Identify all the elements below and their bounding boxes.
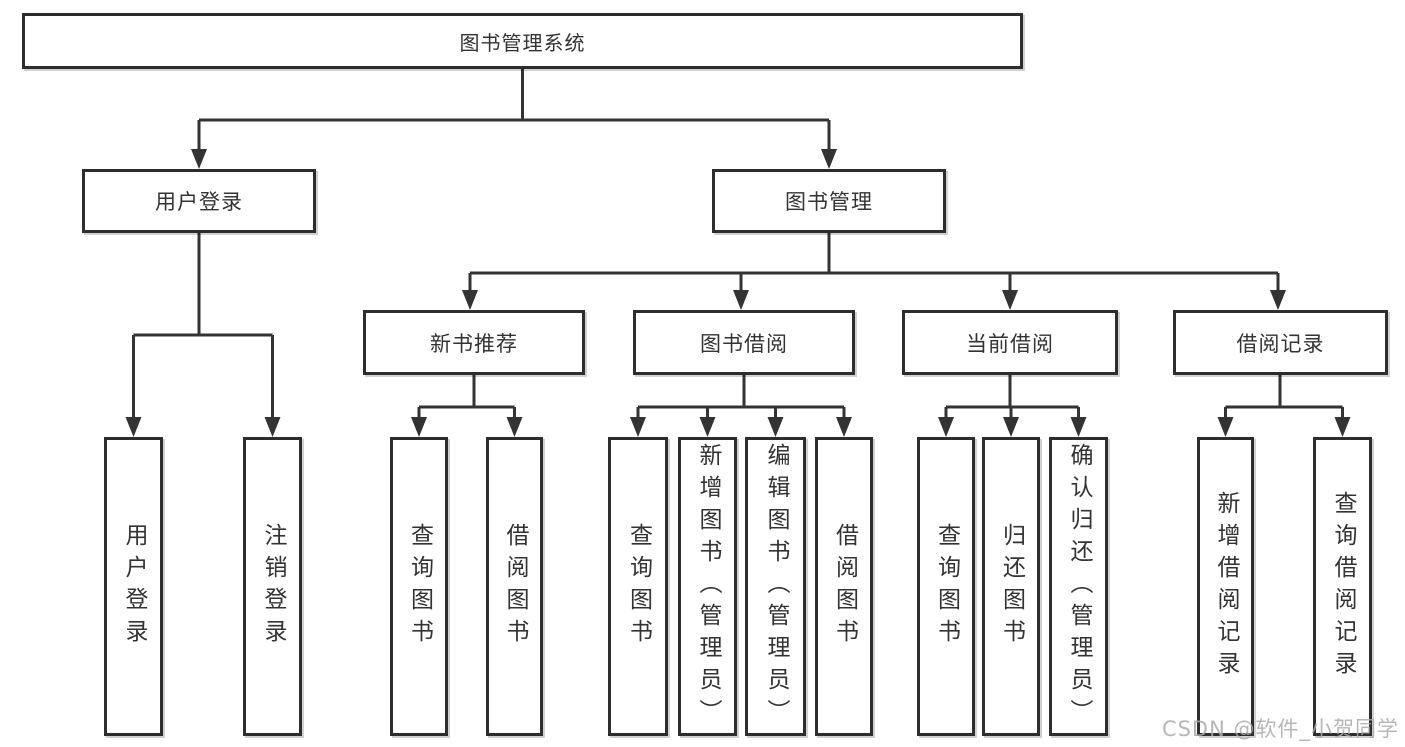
leaf-borrow-book-recommendation: 借阅图书 (486, 437, 543, 736)
leaf-query-book-borrowing: 查询图书 (608, 437, 668, 736)
node-label: 图书借阅 (700, 331, 788, 356)
node-current-borrowing: 当前借阅 (902, 310, 1118, 375)
node-label: 当前借阅 (966, 331, 1054, 356)
connector-newbookrec-to-leaves (411, 375, 523, 437)
leaf-query-book-recommendation: 查询图书 (390, 437, 448, 736)
leaf-confirm-return-admin: 确认归还（管理员） (1049, 437, 1108, 736)
leaf-add-book-admin: 新增图书（管理员） (678, 437, 737, 736)
node-book-borrowing: 图书借阅 (633, 310, 855, 375)
connector-userlogin-to-leaves (125, 233, 281, 437)
connector-bookmgmt-to-level3 (462, 233, 1286, 310)
node-label: 新书推荐 (430, 331, 518, 356)
node-label: 新增图书（管理员） (695, 442, 721, 731)
leaf-borrow-book: 借阅图书 (815, 437, 873, 736)
leaf-query-borrow-record: 查询借阅记录 (1313, 437, 1372, 736)
connector-root-to-level2 (191, 69, 837, 169)
leaf-add-borrow-record: 新增借阅记录 (1197, 437, 1254, 736)
node-label: 查询借阅记录 (1330, 490, 1356, 683)
csdn-watermark: CSDN @软件_小贺同学 (1161, 717, 1399, 741)
node-label: 用户登录 (121, 522, 147, 651)
leaf-return-book: 归还图书 (982, 437, 1040, 736)
leaf-user-login: 用户登录 (104, 437, 163, 736)
leaf-query-book-current: 查询图书 (917, 437, 975, 736)
connector-bookborrow-to-leaves (630, 375, 852, 437)
node-borrowing-records: 借阅记录 (1173, 310, 1388, 375)
node-label: 借阅记录 (1236, 331, 1325, 356)
node-label: 借阅图书 (502, 522, 528, 651)
node-label: 图书管理 (785, 190, 873, 214)
node-label: 查询图书 (406, 522, 433, 651)
node-library-management-system: 图书管理系统 (22, 13, 1023, 69)
node-label: 用户登录 (155, 190, 243, 214)
node-label: 新增借阅记录 (1213, 490, 1239, 683)
node-label: 确认归还（管理员） (1066, 442, 1092, 731)
leaf-logout: 注销登录 (243, 437, 302, 736)
node-book-management: 图书管理 (712, 169, 946, 233)
connector-currentborrow-to-leaves (938, 375, 1087, 437)
node-label: 查询图书 (933, 522, 960, 651)
leaf-edit-book-admin: 编辑图书（管理员） (745, 437, 806, 736)
node-label: 借阅图书 (831, 522, 858, 651)
node-label: 归还图书 (998, 522, 1025, 651)
connector-borrowrecord-to-leaves (1217, 375, 1351, 437)
node-new-book-recommendation: 新书推荐 (363, 310, 585, 375)
node-user-login: 用户登录 (82, 169, 316, 233)
node-label: 图书管理系统 (459, 30, 586, 55)
node-label: 查询图书 (625, 522, 652, 651)
node-label: 注销登录 (260, 522, 286, 651)
node-label: 编辑图书（管理员） (763, 442, 789, 731)
